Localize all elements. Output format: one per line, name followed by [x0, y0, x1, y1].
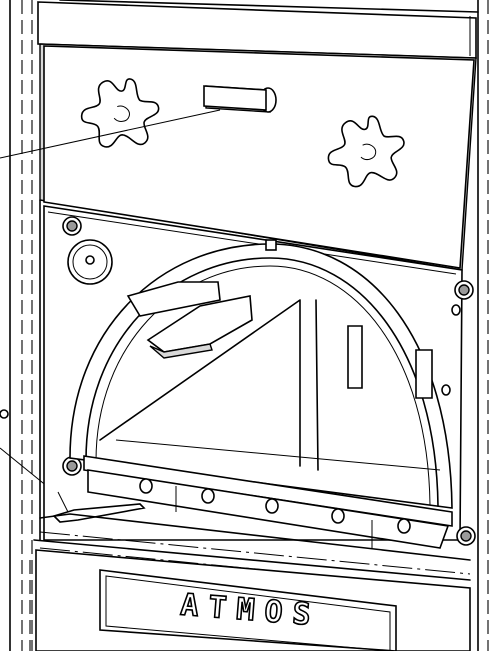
interior-chamber: [99, 281, 441, 471]
corner-bolt-top-left: [62, 216, 82, 236]
brand-plate: ATMOS: [99, 569, 397, 651]
star-knob-right: [327, 115, 405, 188]
door-latch-handle: [203, 85, 277, 113]
top-cover-plate: [37, 0, 479, 271]
star-knob-left: [80, 78, 160, 148]
bottom-grate-bar: [83, 455, 453, 549]
inspection-hole: [67, 239, 113, 285]
small-hole-right: [441, 304, 461, 396]
corner-bolt-top-right: [454, 280, 474, 300]
left-frame: [9, 0, 41, 651]
corner-bolt-mid-left: [62, 456, 82, 476]
ash-door-lever: [52, 491, 146, 523]
corner-bolt-bottom-right: [456, 526, 476, 546]
